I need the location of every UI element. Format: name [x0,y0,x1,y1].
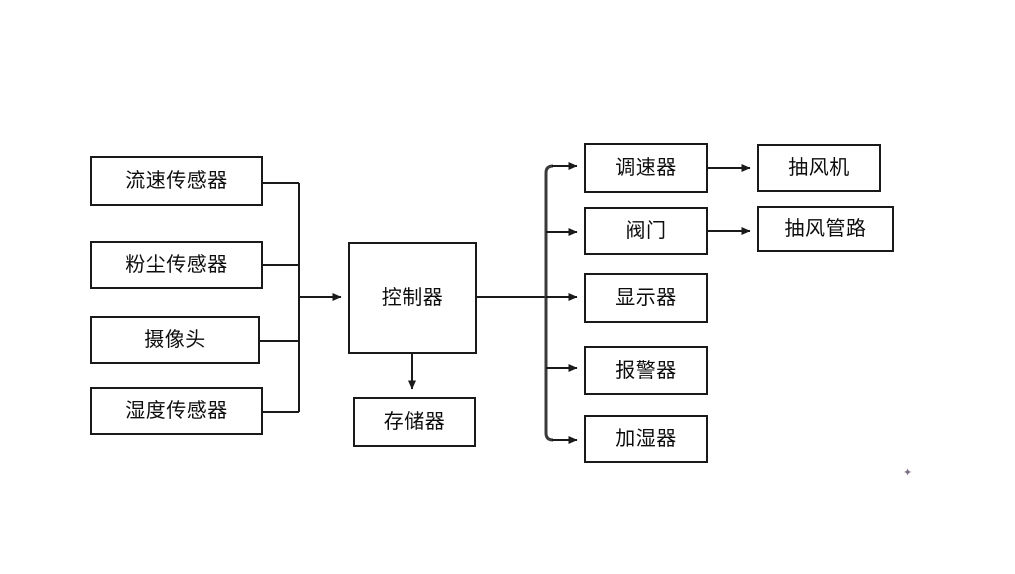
node-label: 湿度传感器 [125,398,228,422]
node-dust-sensor[interactable]: 粉尘传感器 [90,241,263,289]
node-controller[interactable]: 控制器 [348,242,477,354]
node-label: 报警器 [615,357,677,382]
node-label: 加湿器 [615,426,677,450]
node-speed-governor[interactable]: 调速器 [584,143,708,193]
node-humidifier[interactable]: 加湿器 [584,415,708,463]
node-label: 显示器 [615,285,677,309]
node-display[interactable]: 显示器 [584,273,708,323]
node-exhaust-duct[interactable]: 抽风管路 [757,206,894,252]
node-label: 控制器 [381,285,444,309]
node-camera[interactable]: 摄像头 [90,316,260,364]
node-flow-sensor[interactable]: 流速传感器 [90,156,263,206]
node-label: 粉尘传感器 [125,252,228,276]
scan-artifact-mark: ✦ [903,466,913,479]
wire-actuator-bus [544,164,554,442]
node-label: 调速器 [615,155,677,179]
node-label: 流速传感器 [125,168,228,192]
node-humidity-sensor[interactable]: 湿度传感器 [90,387,263,435]
node-label: 存储器 [383,409,446,433]
node-exhaust-fan[interactable]: 抽风机 [757,144,881,192]
node-alarm[interactable]: 报警器 [584,346,708,395]
node-label: 摄像头 [144,327,206,351]
node-label: 阀门 [625,218,667,242]
node-label: 抽风机 [788,155,850,179]
node-valve[interactable]: 阀门 [584,207,708,255]
node-label: 抽风管路 [784,216,867,240]
node-storage[interactable]: 存储器 [353,397,476,447]
